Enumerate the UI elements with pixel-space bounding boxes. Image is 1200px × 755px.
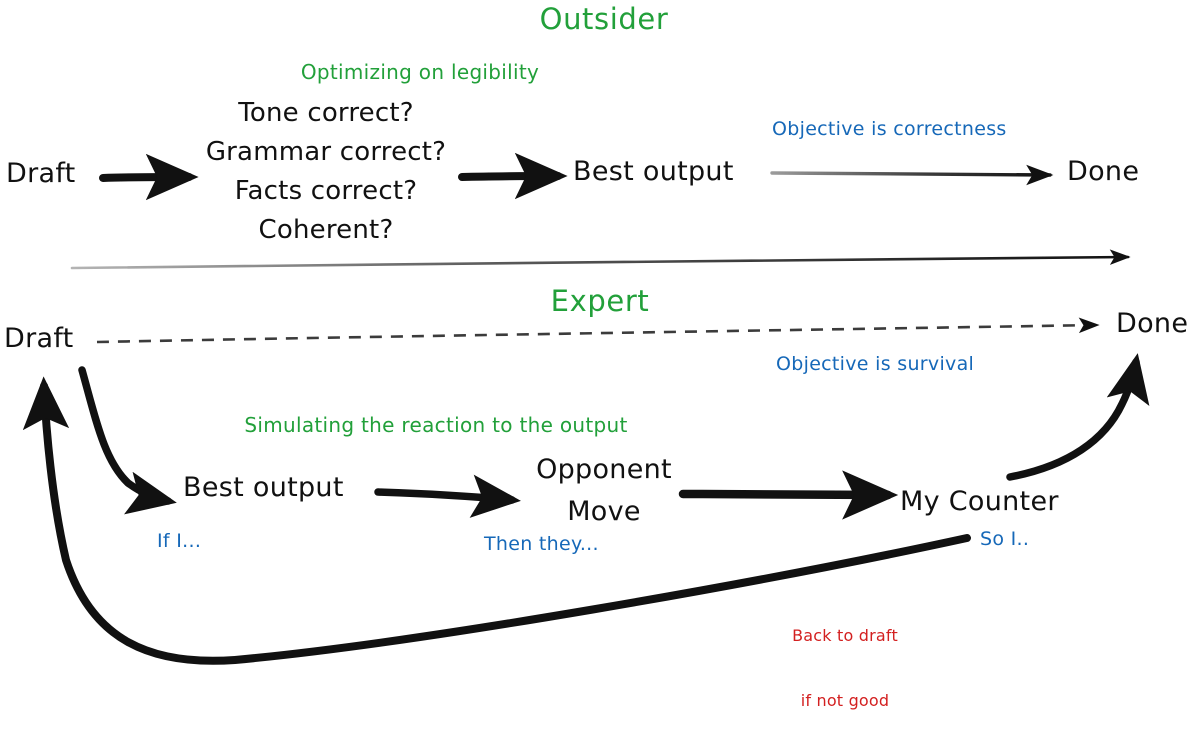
node-outsider-draft: Draft <box>6 158 76 189</box>
note-back-to-draft: Back to draft if not good <box>792 582 898 755</box>
node-expert-my-counter: My Counter <box>900 486 1059 517</box>
diagram-strokes <box>22 152 1150 665</box>
arrow-draft-to-checklist <box>99 153 199 201</box>
caption-then-they: Then they... <box>484 533 599 555</box>
note-optimizing-on-legibility: Optimizing on legibility <box>300 60 540 84</box>
node-expert-best-output: Best output <box>183 472 344 503</box>
node-expert-opponent-move-line1: Opponent <box>536 454 672 485</box>
section-divider-arrow <box>70 249 1131 270</box>
note-objective-is-correctness: Objective is correctness <box>772 118 1007 140</box>
arrow-best-output-to-opponent-move <box>374 474 521 518</box>
note-simulating-the-reaction: Simulating the reaction to the output <box>244 413 628 437</box>
diagram-canvas: Outsider Optimizing on legibility Draft … <box>4 2 1189 710</box>
caption-if-i: If I... <box>157 530 202 552</box>
section-title-expert: Expert <box>550 284 650 318</box>
arrow-opponent-move-to-my-counter <box>678 470 899 520</box>
node-expert-done: Done <box>1116 308 1189 339</box>
arrow-expert-draft-to-best-output <box>78 366 177 515</box>
node-outsider-best-output: Best output <box>573 156 734 187</box>
note-back-to-draft-line2: if not good <box>800 690 890 710</box>
arrow-best-output-to-done <box>770 164 1054 186</box>
note-back-to-draft-line1: Back to draft <box>792 626 898 646</box>
dashed-arrow-draft-to-done <box>96 317 1100 344</box>
node-expert-draft: Draft <box>4 323 74 354</box>
caption-so-i: So I.. <box>980 528 1030 550</box>
arrow-my-counter-to-done <box>1006 353 1150 481</box>
note-objective-is-survival: Objective is survival <box>776 353 975 375</box>
section-title-outsider: Outsider <box>539 2 669 36</box>
node-expert-opponent-move-line2: Move <box>567 496 641 527</box>
checklist-item-tone: Tone correct? <box>238 98 414 128</box>
arrow-feedback-back-to-draft <box>22 376 971 665</box>
checklist-item-facts: Facts correct? <box>234 176 418 206</box>
node-outsider-done: Done <box>1067 156 1140 187</box>
checklist-item-grammar: Grammar correct? <box>205 137 447 167</box>
arrow-checklist-to-best-output <box>458 152 568 200</box>
checklist-item-coherent: Coherent? <box>258 215 394 245</box>
